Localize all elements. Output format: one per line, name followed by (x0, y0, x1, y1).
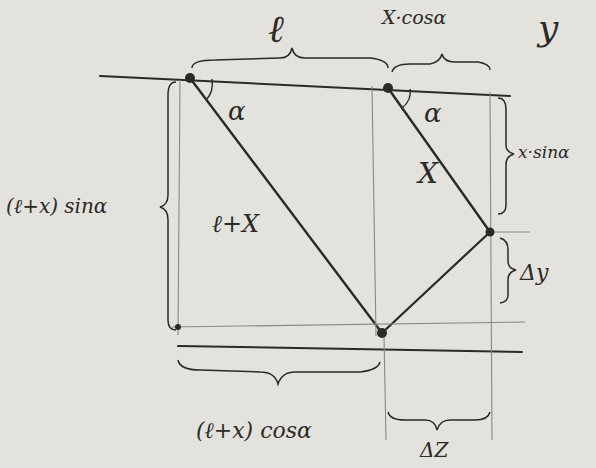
construction-lines (172, 80, 530, 440)
short-bar (388, 88, 490, 232)
length-label: ℓ (268, 10, 284, 48)
dimension-label: Δy (520, 262, 548, 284)
variable-label: y (538, 10, 558, 46)
braces (160, 48, 516, 430)
link-bar (382, 232, 490, 333)
segment-label: X (418, 160, 438, 188)
long-bar (190, 78, 382, 333)
dimension-label: X·cosα (382, 8, 446, 27)
dimension-label: (ℓ+x) cosα (196, 420, 312, 442)
joints (175, 73, 495, 338)
angle-label: α (228, 98, 246, 124)
top-line (100, 76, 510, 96)
length-label: ℓ+X (212, 212, 259, 236)
angle-label: α (424, 100, 442, 126)
dimension-label: x·sinα (518, 144, 570, 161)
dimension-label: (ℓ+x) sinα (6, 196, 107, 216)
bottom-line (178, 346, 522, 352)
ink-lines (100, 76, 522, 352)
dimension-label: ΔZ (420, 440, 448, 460)
